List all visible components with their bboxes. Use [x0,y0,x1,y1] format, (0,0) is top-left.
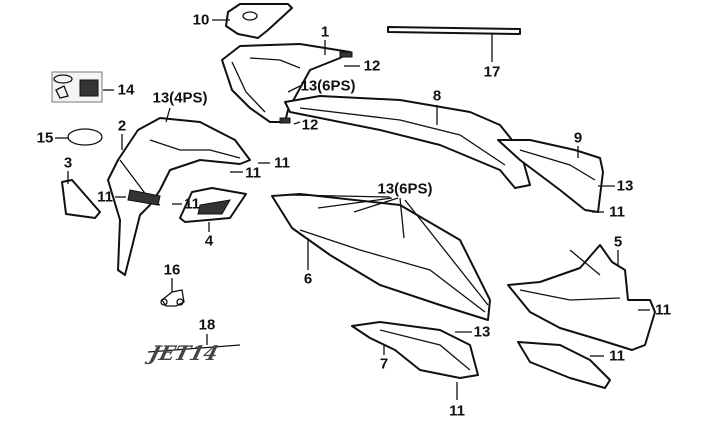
part-15 [67,128,103,146]
callout-11: 11 [609,347,625,365]
part-6 [271,193,491,321]
callout-12: 12 [363,57,381,75]
leader-lines [55,19,650,400]
callout-7: 7 [379,355,389,373]
callout-9: 9 [573,129,583,147]
callout-8: 8 [432,87,442,105]
part-17 [387,26,521,35]
callout-11: 11 [97,188,113,206]
callout-17: 17 [483,63,501,81]
callout-3: 3 [63,154,73,172]
part-2 [107,117,251,276]
part-8 [284,95,531,189]
callout-11: 11 [449,402,465,420]
part-1 [221,43,351,123]
callout-11: 11 [245,164,261,182]
callout-14: 14 [117,81,135,99]
part-5 [507,244,656,351]
callout-6: 6 [303,270,313,288]
callout-13: 13 [616,177,634,195]
callout-12: 12 [301,116,319,134]
callout-16: 16 [163,261,181,279]
callout-11: 11 [274,154,290,172]
callout-10: 10 [192,11,210,29]
callout-11: 11 [184,195,200,213]
callout-2: 2 [117,117,127,135]
callout-11: 11 [609,203,625,221]
callout-13-6ps: 13(6PS) [377,180,433,198]
callout-13-4ps: 13(4PS) [152,89,208,107]
callout-13-6ps: 13(6PS) [300,77,356,95]
part-16 [161,289,185,307]
svg-text:JET14: JET14 [143,341,221,365]
part-10 [225,3,293,39]
callout-4: 4 [204,232,214,250]
part-7 [351,321,479,379]
callout-18: 18 [198,316,216,334]
part-3 [61,179,101,219]
part-18-emblem: JET14 [143,341,241,365]
callout-11: 11 [655,301,671,319]
part-5-lower [517,341,611,389]
callout-1: 1 [320,23,330,41]
part-9 [497,139,604,213]
callout-5: 5 [613,233,623,251]
callout-13: 13 [473,323,491,341]
callout-15: 15 [36,129,54,147]
